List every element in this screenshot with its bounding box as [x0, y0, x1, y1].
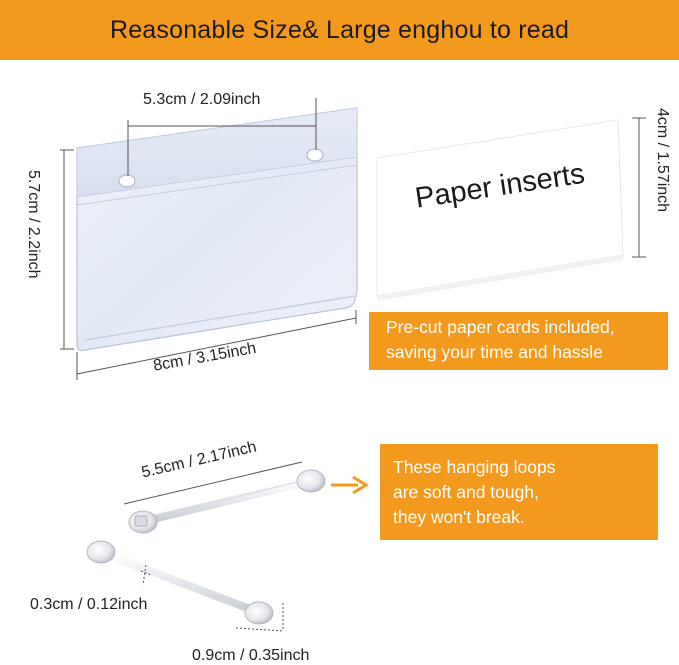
arrow-right-icon — [331, 475, 369, 495]
hanging-loops-callout: These hanging loops are soft and tough, … — [380, 444, 658, 540]
hole-right-icon — [306, 148, 324, 162]
hole-left-icon — [118, 174, 136, 188]
paper-callout-line-1: Pre-cut paper cards included, — [386, 317, 615, 337]
hanging-loop-2 — [86, 540, 274, 625]
hanging-loop-1 — [128, 469, 326, 534]
loop-length-dimension — [123, 461, 303, 505]
loop-thickness-label: 0.3cm / 0.12inch — [30, 596, 148, 613]
holder-dimension-lines — [60, 98, 357, 380]
header-banner: Reasonable Size& Large enghou to read — [0, 0, 679, 60]
loops-callout-line-2: are soft and tough, — [393, 482, 539, 502]
paper-inserts-callout: Pre-cut paper cards included, saving you… — [369, 312, 668, 370]
insert-height-label: 4cm / 1.57inch — [654, 108, 671, 213]
insert-dimension-lines — [632, 117, 646, 258]
holder-width-top-label: 5.3cm / 2.09inch — [143, 91, 261, 108]
paper-callout-line-2: saving your time and hassle — [386, 342, 603, 362]
loop-end-label: 0.9cm / 0.35inch — [192, 647, 310, 664]
loops-callout-line-1: These hanging loops — [393, 457, 556, 477]
loops-callout-line-3: they won't break. — [393, 507, 525, 527]
paper-insert-card — [376, 119, 624, 301]
holder-height-label: 5.7cm / 2.2inch — [25, 170, 42, 279]
label-holder — [76, 107, 358, 352]
banner-title: Reasonable Size& Large enghou to read — [109, 15, 570, 44]
loop-small-dimensions — [140, 564, 284, 632]
